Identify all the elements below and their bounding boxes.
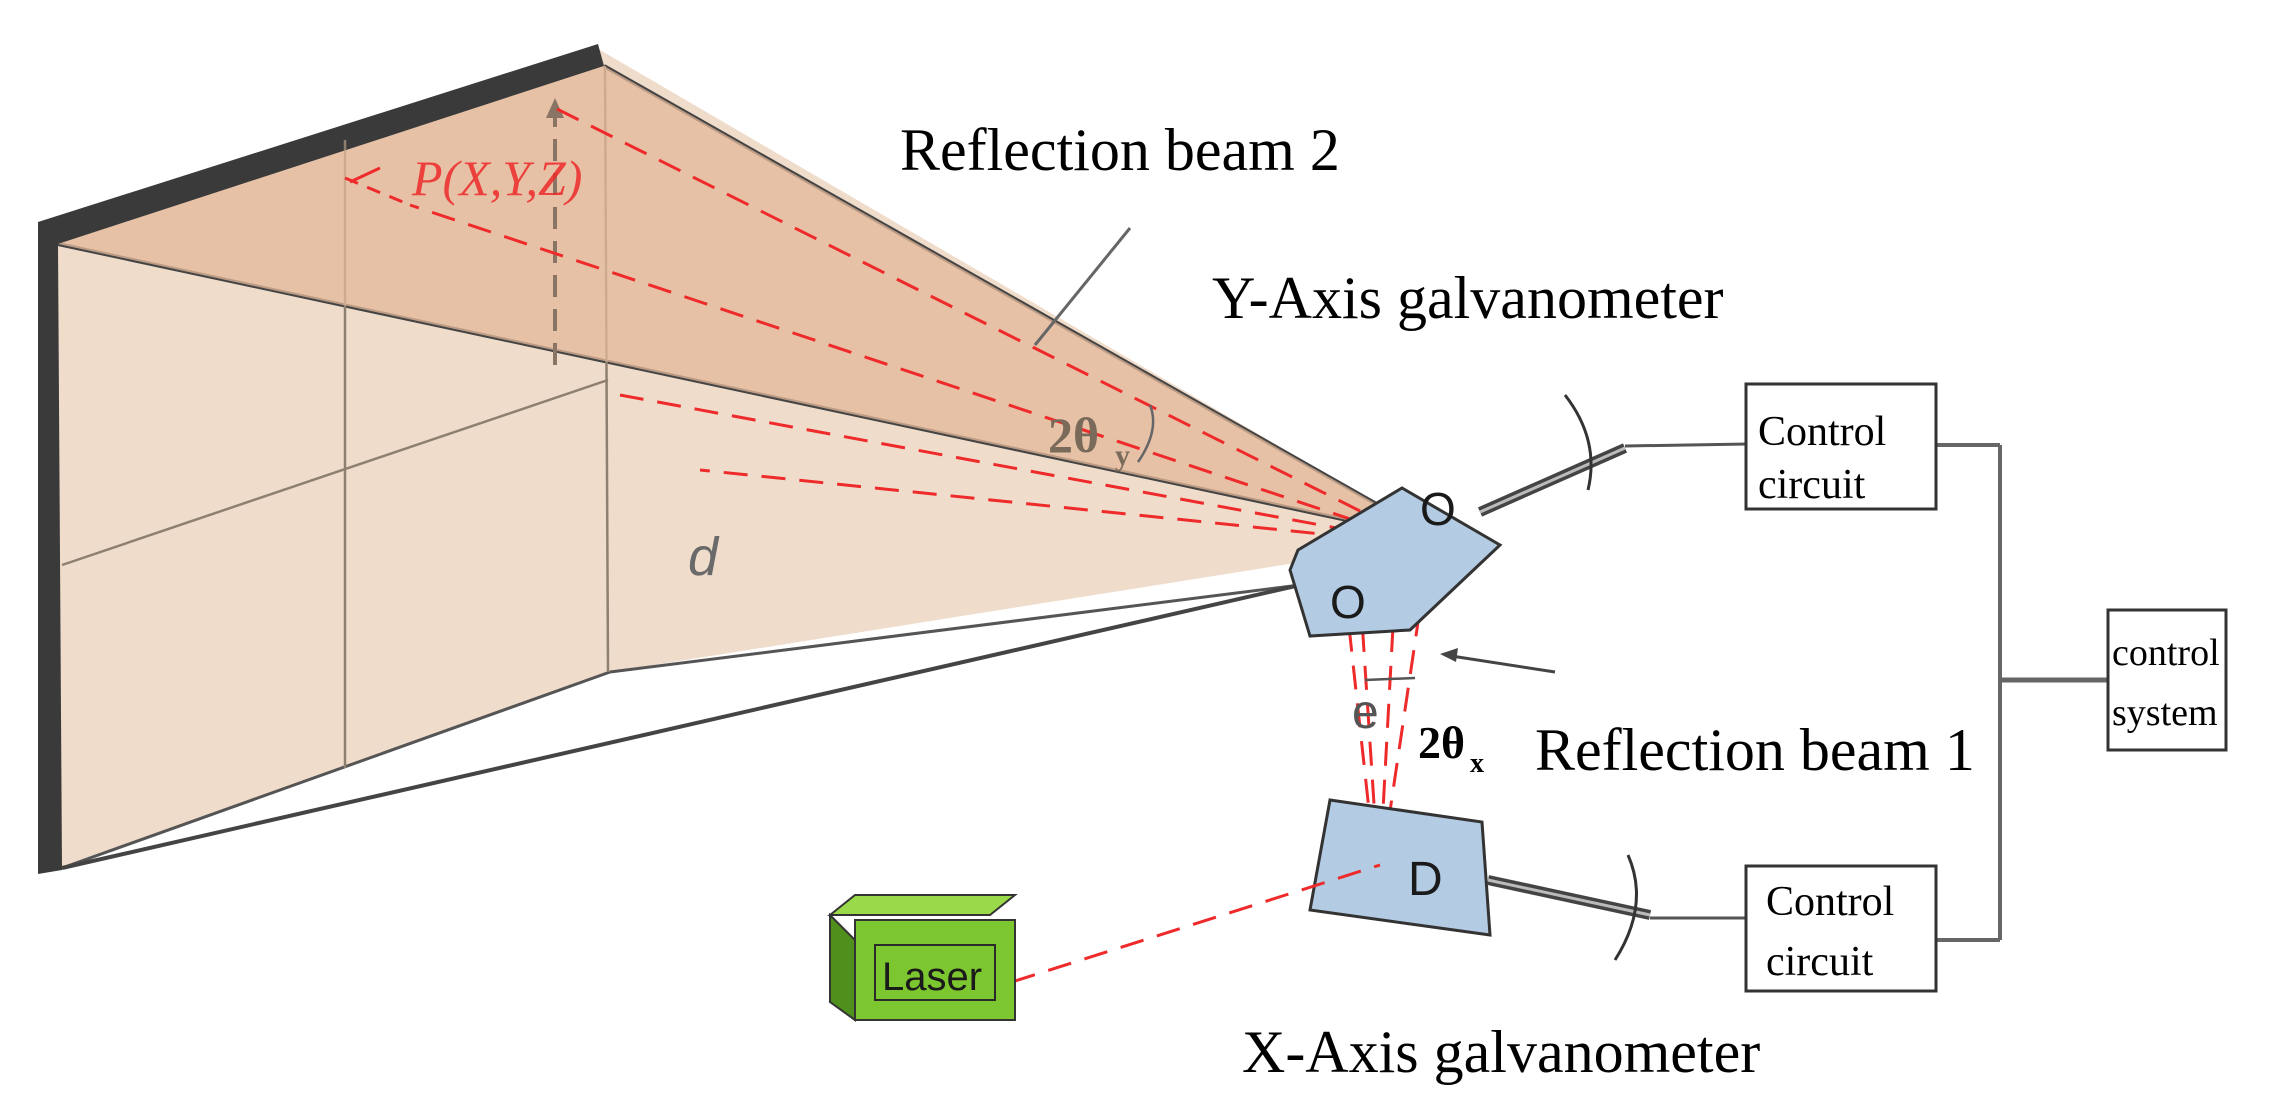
grid-line bbox=[61, 378, 609, 567]
laser-beam bbox=[1011, 863, 1381, 984]
control-circuit-top-line1: Control bbox=[1758, 409, 1886, 455]
angle-x-subscript: x bbox=[1470, 748, 1484, 779]
angle-arc-y bbox=[1136, 404, 1155, 463]
mirror-y-label: O bbox=[1420, 483, 1456, 535]
control-circuit-bottom-box bbox=[1744, 864, 1938, 993]
angle-y-label: 2θ bbox=[1048, 407, 1099, 463]
x-axis-mirror bbox=[1308, 798, 1748, 961]
control-circuit-top-line2: circuit bbox=[1758, 462, 1866, 508]
leader-line-beam-2 bbox=[1033, 227, 1132, 346]
control-circuit-top-box bbox=[1744, 382, 1938, 511]
mirror-x-label: D bbox=[1408, 853, 1443, 906]
control-system-line2: system bbox=[2112, 692, 2218, 734]
control-wiring bbox=[1936, 443, 2108, 942]
control-system-line1: control bbox=[2112, 632, 2220, 674]
y-axis-mirror bbox=[1288, 394, 1749, 638]
control-circuit-bottom-line2: circuit bbox=[1766, 939, 1874, 985]
label-y-axis-galvanometer: Y-Axis galvanometer bbox=[1212, 265, 1724, 331]
angle-x-label: 2θ bbox=[1418, 717, 1465, 768]
control-system-box bbox=[2106, 608, 2228, 752]
angle-y-subscript: y bbox=[1115, 439, 1130, 472]
reflection-beam-2-fan bbox=[58, 66, 1440, 547]
laser-device bbox=[827, 894, 1018, 1022]
label-x-axis-galvanometer: X-Axis galvanometer bbox=[1242, 1019, 1760, 1085]
laser-label: Laser bbox=[882, 955, 982, 999]
label-reflection-beam-1: Reflection beam 1 bbox=[1535, 717, 1975, 783]
mirror-center-label: O bbox=[1330, 576, 1366, 628]
distance-label: d bbox=[688, 527, 720, 587]
control-circuit-bottom-line1: Control bbox=[1766, 879, 1894, 925]
offset-line bbox=[1364, 676, 1416, 682]
offset-label: e bbox=[1352, 686, 1379, 739]
label-reflection-beam-2: Reflection beam 2 bbox=[900, 117, 1340, 183]
leader-line-beam-1 bbox=[1444, 653, 1556, 674]
point-label: P(X,Y,Z) bbox=[411, 150, 582, 206]
